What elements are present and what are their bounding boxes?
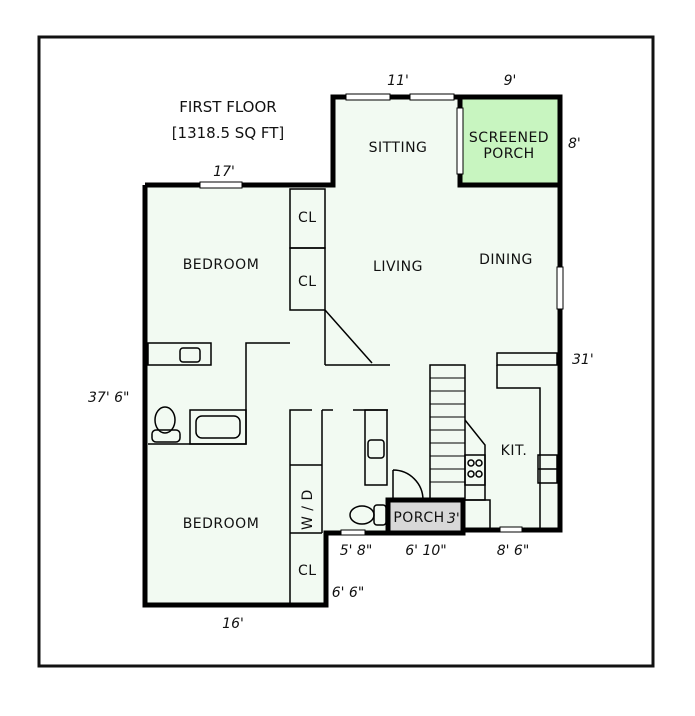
dim-seg-4: 6' 6" — [332, 585, 365, 601]
interior-walls — [147, 188, 558, 605]
room-label-porch: PORCH — [393, 510, 444, 526]
closet-label-1: CL — [298, 210, 317, 226]
room-label-bedroom-1: BEDROOM — [183, 257, 260, 273]
dim-sitting-width: 11' — [387, 73, 409, 89]
room-label-kitchen: KIT. — [501, 443, 528, 459]
windows — [199, 93, 564, 536]
laundry-label: W / D — [300, 489, 316, 530]
dim-bottom-width: 16' — [222, 616, 244, 632]
interior-floor — [145, 97, 560, 605]
room-label-bedroom-2: BEDROOM — [183, 516, 260, 532]
porch-area — [388, 500, 463, 533]
room-label-screened-porch: PORCH — [483, 146, 534, 162]
dim-seg-3: 8' 6" — [497, 543, 530, 559]
room-label-screened: SCREENED — [469, 130, 549, 146]
room-label-sitting: SITTING — [369, 140, 428, 156]
closet-label-3: CL — [298, 563, 317, 579]
dim-seg-2: 6' 10" — [405, 543, 446, 559]
dim-seg-1: 5' 8" — [340, 543, 373, 559]
closet-label-2: CL — [298, 274, 317, 290]
dim-porch-depth: 8' — [568, 136, 581, 152]
dim-porch-small: 3' — [447, 511, 460, 527]
room-label-living: LIVING — [373, 259, 423, 275]
floor-area: [1318.5 SQ FT] — [172, 124, 285, 142]
dim-right-depth: 31' — [572, 352, 594, 368]
dim-porch-width: 9' — [504, 73, 517, 89]
frame-border — [37, 35, 655, 668]
screened-porch-area — [460, 97, 560, 185]
dim-total-depth: 37' 6" — [88, 390, 129, 406]
dim-bedroom-width: 17' — [213, 164, 235, 180]
floor-title: FIRST FLOOR — [179, 98, 276, 116]
room-label-dining: DINING — [479, 252, 533, 268]
